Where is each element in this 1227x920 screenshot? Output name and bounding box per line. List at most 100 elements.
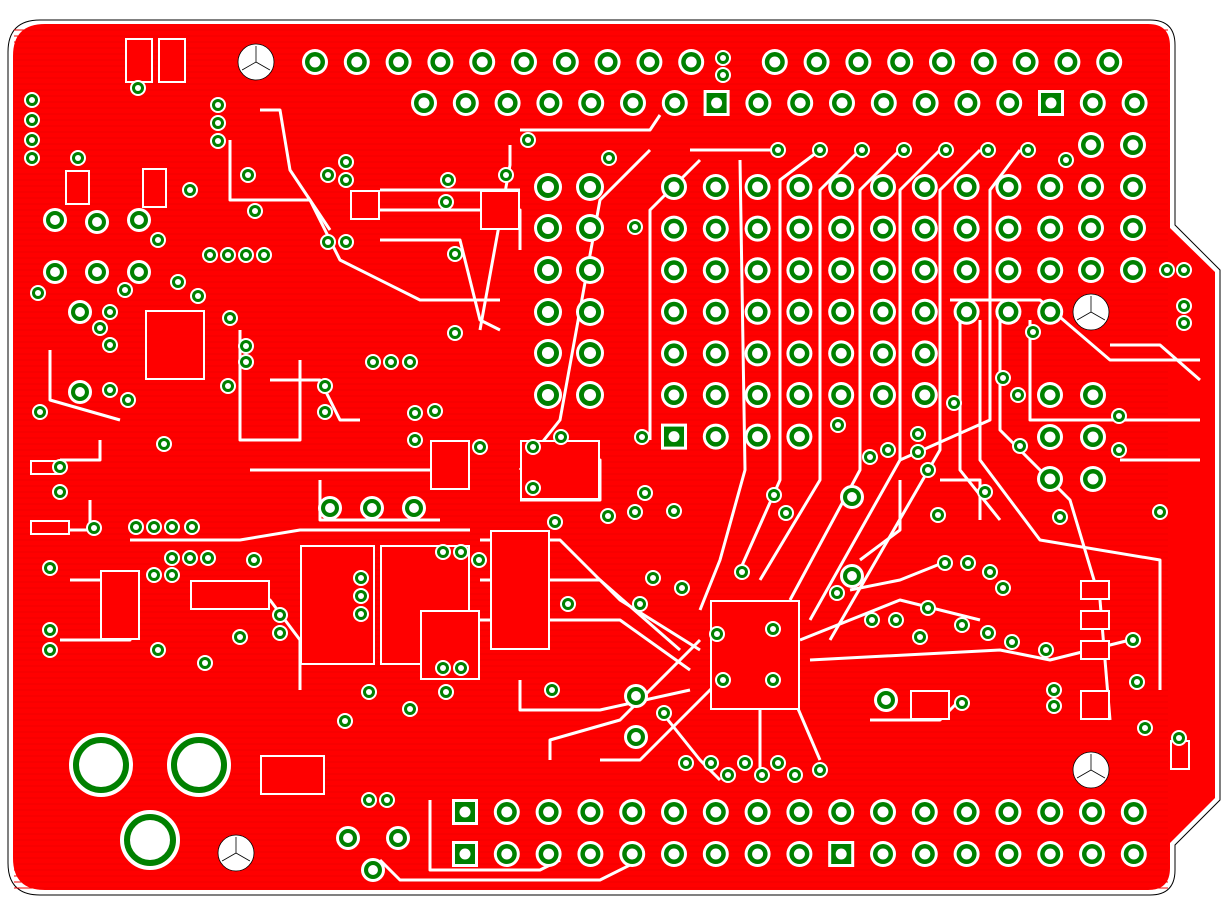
trace (698, 159, 747, 611)
pad (452, 90, 479, 116)
pad-drill (1085, 222, 1097, 234)
trace (958, 320, 1002, 521)
pad (1120, 841, 1147, 867)
pad (661, 423, 687, 450)
pad-drill (583, 263, 597, 277)
pad-drill (92, 217, 102, 227)
via-drill (277, 630, 283, 636)
pad-drill (393, 56, 405, 68)
via-drill (125, 397, 131, 403)
pad (829, 90, 855, 116)
pad (427, 49, 454, 75)
pad-drill (752, 848, 764, 860)
pad (744, 340, 771, 367)
mounting-hole-mark (1076, 754, 1106, 779)
via-drill (1000, 585, 1006, 591)
pad-drill (877, 181, 889, 193)
via-drill (605, 513, 611, 519)
pad (360, 496, 384, 520)
pad-drill (1044, 306, 1056, 318)
via-drill (1142, 725, 1148, 731)
pad-drill (367, 503, 377, 513)
via-drill (322, 409, 328, 415)
pad-drill (793, 848, 805, 860)
pad-drill (583, 180, 597, 194)
pad (534, 298, 562, 326)
pad-drill (752, 264, 764, 276)
mounting-hole-mark (241, 46, 271, 71)
pad (534, 381, 562, 409)
pad-drill (835, 264, 847, 276)
via-drill (325, 172, 331, 178)
via-drill (243, 359, 249, 365)
via-drill (205, 555, 211, 561)
pad-drill (1045, 97, 1057, 109)
pad-drill (1127, 181, 1139, 193)
pad (1037, 298, 1064, 325)
trace (478, 145, 512, 331)
pad (1079, 90, 1106, 116)
pad-drill (668, 264, 680, 276)
component-pad (144, 170, 165, 206)
via-drill (959, 700, 965, 706)
pad-drill (543, 806, 555, 818)
pad (786, 799, 813, 825)
pad-drill (710, 389, 722, 401)
pad (577, 799, 604, 825)
pad (995, 257, 1022, 284)
pad (1120, 257, 1146, 283)
via-drill (358, 575, 364, 581)
pad (828, 298, 855, 325)
pad (534, 173, 562, 201)
pad-drill (835, 181, 847, 193)
pad (343, 49, 370, 75)
pad (1012, 49, 1039, 75)
mounting-hole-mark (1076, 296, 1106, 321)
pad (911, 174, 938, 200)
via-drill (252, 208, 258, 214)
pad-drill (752, 306, 764, 318)
pad (576, 381, 604, 409)
pad-drill (560, 56, 572, 68)
via-drill (187, 555, 193, 561)
via-drill (885, 447, 891, 453)
pad-drill (627, 97, 639, 109)
pad-drill (1002, 181, 1014, 193)
pad (1120, 215, 1146, 241)
pad (870, 298, 896, 325)
pad (953, 298, 980, 325)
pad (577, 841, 604, 867)
pad-drill (919, 223, 931, 235)
pad-drill (961, 848, 973, 860)
pad-drill (543, 848, 555, 860)
pad (1079, 799, 1105, 825)
large-pad-drill (79, 743, 123, 787)
component-pad (352, 192, 378, 218)
pad (619, 799, 646, 825)
via-drill (1017, 443, 1023, 449)
pad-drill (460, 97, 472, 109)
component-pad (1172, 742, 1188, 768)
pad (911, 215, 938, 242)
via-drill (243, 252, 249, 258)
via-drill (169, 572, 175, 578)
via-drill (943, 147, 949, 153)
pad (870, 799, 896, 825)
trace (228, 140, 500, 302)
via-drill (161, 441, 167, 447)
via-drill (342, 718, 348, 724)
via-drill (458, 665, 464, 671)
pad (1080, 424, 1106, 450)
pad-drill (668, 347, 680, 359)
pad (702, 799, 729, 825)
via-drill (530, 444, 536, 450)
pad (661, 215, 687, 242)
pad (828, 174, 855, 200)
via-drill (91, 525, 97, 531)
via-drill (358, 593, 364, 599)
pad (43, 260, 67, 284)
pad-drill (710, 431, 722, 443)
via-drill (107, 342, 113, 348)
via-drill (1043, 647, 1049, 653)
pad-drill (919, 848, 931, 860)
